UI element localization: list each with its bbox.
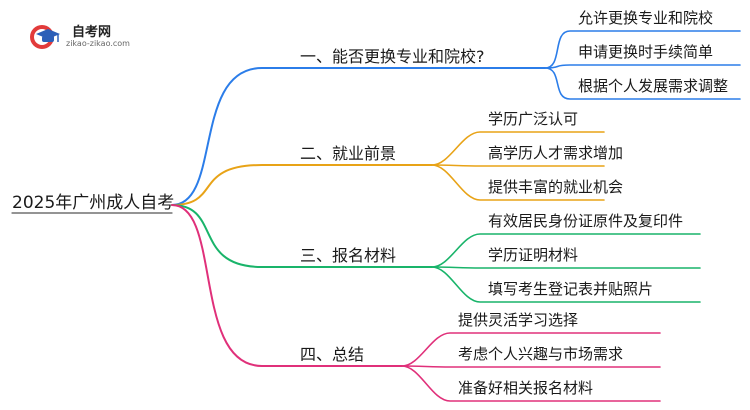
leaf-connector (431, 164, 605, 167)
leaf-label: 高学历人才需求增加 (488, 144, 624, 162)
graduation-cap-icon (30, 25, 60, 49)
leaf-label: 允许更换专业和院校 (578, 9, 714, 27)
leaf-connector (431, 266, 701, 269)
leaf-connector (431, 131, 605, 166)
branch-connector (171, 204, 433, 268)
leaf-connector (544, 67, 741, 100)
logo-url: zikao-zikao.com (66, 39, 130, 48)
site-logo: 自考网 zikao-zikao.com (28, 18, 158, 52)
leaf-label: 填写考生登记表并贴照片 (488, 280, 654, 298)
leaf-label: 学历广泛认可 (488, 110, 579, 128)
leaf-connector (431, 164, 605, 201)
leaf-label: 学历证明材料 (488, 246, 579, 264)
leaf-connector (431, 266, 701, 303)
leaf-connector (401, 365, 661, 368)
root-node: 2025年广州成人自考 (12, 193, 175, 213)
branch-label: 一、能否更换专业和院校? (300, 47, 485, 66)
branch-connector (171, 67, 546, 206)
leaf-label: 根据个人发展需求调整 (578, 77, 729, 95)
branch-label: 四、总结 (300, 345, 365, 364)
branch-connector (171, 164, 433, 206)
leaf-connector (431, 233, 701, 268)
leaf-label: 考虑个人兴趣与市场需求 (458, 345, 624, 363)
leaf-label: 提供灵活学习选择 (458, 311, 579, 329)
leaf-label: 提供丰富的就业机会 (488, 178, 624, 196)
leaf-connector (544, 30, 741, 69)
leaf-label: 准备好相关报名材料 (458, 379, 594, 397)
leaf-connector (401, 332, 661, 367)
leaf-label: 申请更换时手续简单 (578, 43, 714, 61)
leaf-label: 有效居民身份证原件及复印件 (488, 212, 684, 230)
logo-name: 自考网 (72, 25, 112, 40)
branch-label: 二、就业前景 (300, 144, 397, 163)
leaf-connector (401, 365, 661, 402)
branch-label: 三、报名材料 (300, 246, 397, 265)
leaf-connector (544, 64, 741, 69)
branch-connector (171, 204, 403, 367)
